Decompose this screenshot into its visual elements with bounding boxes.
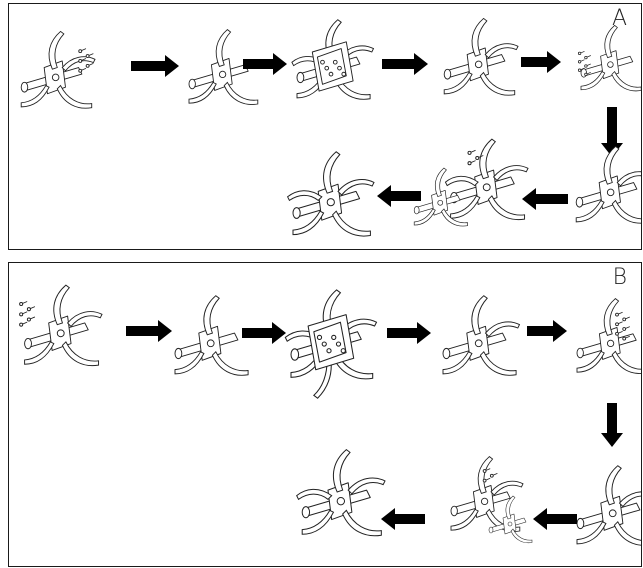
- assembly-step-b-3: [284, 289, 378, 399]
- assembly-step-b-5: [576, 298, 641, 374]
- assembly-step-a-9: [286, 151, 375, 237]
- arrow-a-6: [522, 188, 568, 210]
- arrow-a-1: [131, 55, 179, 77]
- arrow-b-5: [601, 403, 623, 447]
- assembly-step-a-2: [188, 29, 259, 105]
- assembly-steps-a: [20, 17, 641, 237]
- assembly-step-a-3: [291, 19, 375, 100]
- arrow-a-2: [243, 53, 287, 75]
- assembly-panel-a: A: [8, 3, 642, 250]
- assembly-step-b-9: [296, 448, 386, 537]
- assembly-panel-b: B: [8, 262, 642, 567]
- arrow-b-4: [527, 320, 567, 342]
- arrow-a-7: [377, 185, 421, 207]
- arrow-b-1: [126, 320, 172, 342]
- panel-label-a: A: [607, 6, 631, 31]
- assembly-step-a-4: [443, 17, 519, 96]
- arrow-b-3: [387, 322, 431, 344]
- panel-label-b: B: [608, 265, 631, 290]
- assembly-step-b-1: [19, 284, 103, 367]
- assembly-step-a-8: [413, 167, 468, 227]
- arrow-b-2: [242, 322, 286, 344]
- assembly-step-b-2: [174, 295, 249, 376]
- arrow-a-3: [382, 53, 428, 75]
- arrow-a-5: [601, 107, 623, 157]
- assembly-step-b-8: [488, 495, 533, 544]
- assembly-step-b-4: [442, 295, 521, 376]
- assembly-step-a-5: [577, 24, 641, 92]
- assembly-step-a-6: [575, 145, 641, 224]
- arrow-b-6: [533, 508, 577, 530]
- assembly-step-b-6: [576, 465, 641, 546]
- arrow-b-7: [381, 508, 425, 530]
- assembly-steps-b: [19, 284, 641, 546]
- assembly-step-a-7: [444, 138, 529, 221]
- assembly-step-b-7: [450, 456, 524, 532]
- assembly-step-a-1: [20, 30, 96, 109]
- arrow-a-4: [521, 51, 561, 73]
